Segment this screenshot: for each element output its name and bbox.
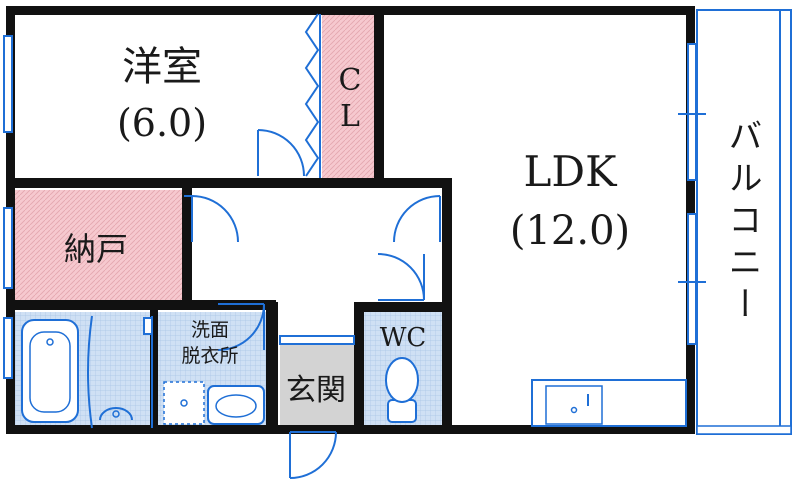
wc-label: WC (380, 323, 427, 353)
closet-folding-door (304, 13, 321, 178)
closet-fill (322, 14, 374, 180)
doors (87, 129, 441, 479)
toilet-tank (387, 399, 417, 423)
western-room-label: 洋室 (122, 44, 202, 90)
balcony (696, 9, 792, 435)
fixtures (21, 319, 687, 427)
entrance-label: 玄関 (286, 373, 346, 408)
washroom-label-2: 脱衣所 (181, 345, 238, 367)
ldk-size: (12.0) (510, 208, 630, 254)
bathtub (21, 319, 79, 423)
closet-label: C (339, 63, 362, 98)
toilet-bowl (385, 357, 419, 403)
washer-space (163, 381, 205, 425)
storage-label: 納戸 (64, 230, 128, 268)
walls (6, 6, 695, 434)
ldk-label: LDK (524, 147, 619, 196)
kitchen-sink (545, 385, 603, 425)
washroom-label-1: 洗面 (191, 319, 229, 341)
balcony-label: バルコニー (722, 118, 762, 328)
western-room-size: (6.0) (117, 101, 207, 145)
storage-fill (12, 190, 184, 302)
entrance-fill (280, 345, 354, 428)
closet-label-2: L (340, 99, 360, 134)
